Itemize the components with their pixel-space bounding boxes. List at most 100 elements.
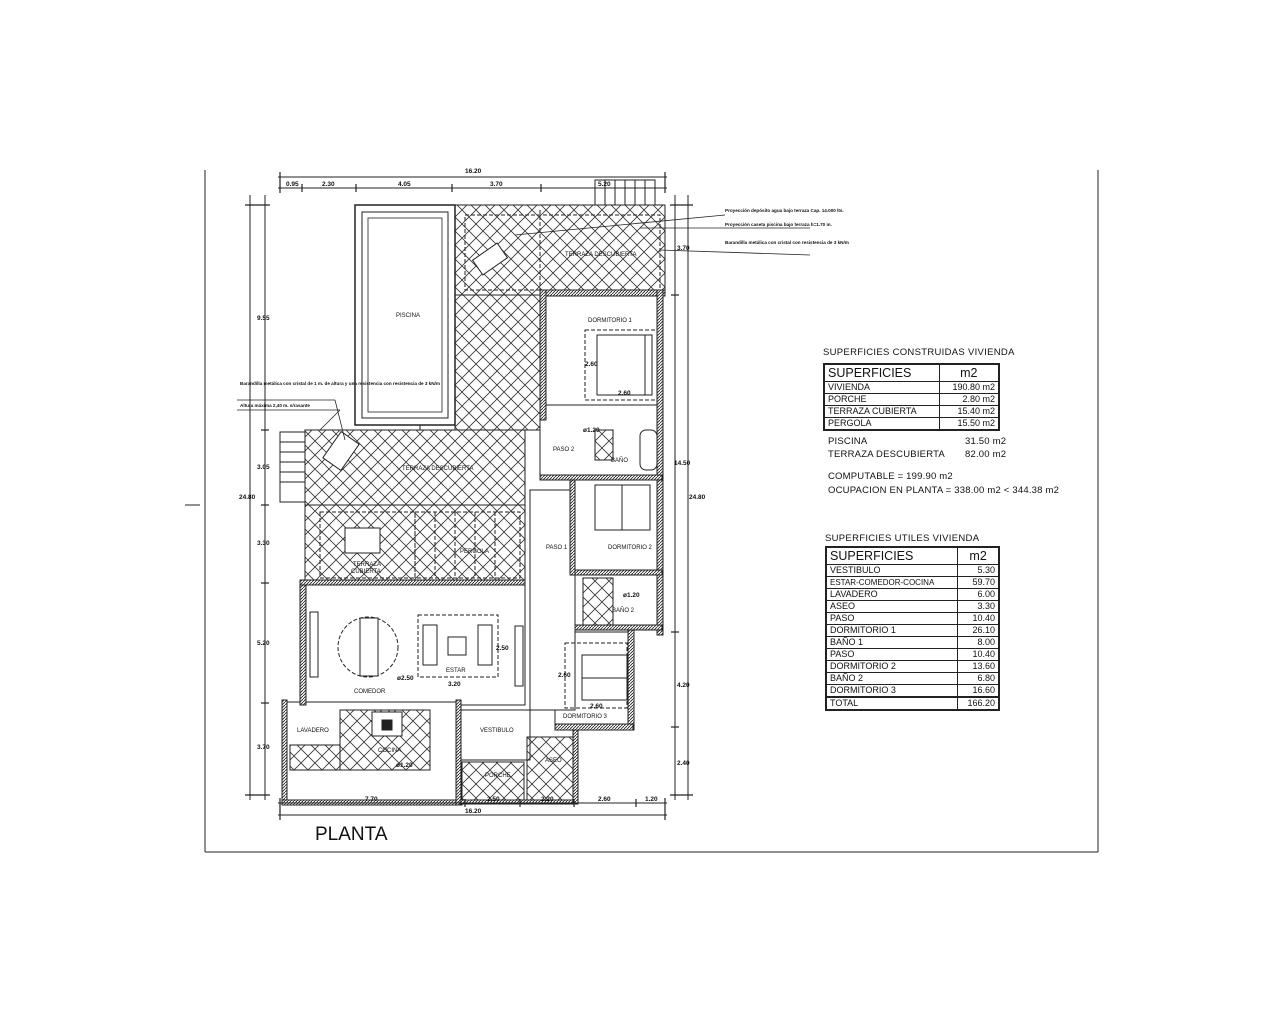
row-label: BAÑO 1: [825, 636, 959, 649]
room-terraza-descubierta-top: TERRAZA DESCUBIERTA: [565, 252, 636, 258]
dim-right: 14.50: [674, 460, 691, 467]
dim-bottom: 1.20: [645, 796, 658, 803]
sheet-frame: [185, 170, 1099, 853]
row-label: DORMITORIO 3: [825, 684, 959, 698]
room-terraza-cubierta-2: CUBIERTA: [351, 569, 381, 575]
inner-dimensions: 2.60 2.60 2.60 2.60 3.20 2.50 ø2.50 ø1.2…: [396, 361, 640, 769]
dim-right: 3.70: [677, 245, 690, 252]
row-label: ASEO: [825, 600, 959, 613]
note-deposito: Proyección depósito agua bajo terraza Ca…: [725, 208, 844, 213]
row-value: 10.40: [957, 648, 1000, 661]
dim-left: 5.20: [257, 640, 270, 647]
dim-bed3-w: 2.60: [590, 703, 603, 710]
dimension-lines: [245, 172, 693, 820]
row-label: PASO: [825, 648, 959, 661]
row-label: ESTAR-COMEDOR-COCINA: [825, 576, 959, 589]
note-caseta: Proyección caseta piscina bajo terraza h…: [725, 222, 832, 227]
room-aseo: ASEO: [545, 758, 562, 764]
dim-top: 3.70: [490, 181, 503, 188]
dim-right-total: 24.80: [689, 494, 706, 501]
dim-left: 3.05: [257, 464, 270, 471]
row-value: 8.00: [957, 636, 1000, 649]
total-value: 166.20: [957, 696, 1000, 711]
header-cell: SUPERFICIES: [825, 546, 959, 565]
room-labels: PISCINA TERRAZA DESCUBIERTA TERRAZA DESC…: [297, 252, 653, 779]
dimension-labels: 16.20 0.95 2.30 4.05 3.70 5.20 7.70 2.50…: [239, 168, 706, 815]
row-label: BAÑO 2: [825, 672, 959, 685]
dim-top: 2.30: [322, 181, 335, 188]
terraces: [304, 204, 666, 584]
dim-cocina-diam: ø1.20: [396, 762, 413, 769]
room-comedor: COMEDOR: [354, 689, 386, 695]
total-label: TOTAL: [825, 696, 959, 711]
dim-bano2-diam: ø1.20: [623, 592, 640, 599]
row-value: 59.70: [957, 576, 1000, 589]
row-value: 3.30: [957, 600, 1000, 613]
row-label: PASO: [825, 612, 959, 625]
dim-bottom: 7.70: [365, 796, 378, 803]
room-dormitorio-2: DORMITORIO 2: [608, 545, 653, 551]
note-altura: Altura máxima 2,40 m. s/rasante: [240, 403, 310, 408]
room-lavadero: LAVADERO: [297, 728, 329, 734]
row-value: 5.30: [957, 564, 1000, 577]
row-label: DORMITORIO 1: [825, 624, 959, 637]
room-paso-2: PASO 2: [553, 447, 575, 453]
pool: [354, 204, 456, 426]
dim-comedor-diam: ø2.50: [397, 675, 414, 682]
room-piscina: PISCINA: [396, 313, 420, 319]
dim-left: 3.30: [257, 540, 270, 547]
dim-right: 2.40: [677, 760, 690, 767]
dim-bottom-total: 16.20: [465, 808, 482, 815]
house-walls: [281, 289, 666, 806]
row-label: DORMITORIO 2: [825, 660, 959, 673]
header-cell: SUPERFICIES: [823, 363, 940, 382]
dim-bed1-w: 2.60: [618, 390, 631, 397]
room-vestibulo: VESTIBULO: [480, 728, 514, 734]
dim-left: 9.55: [257, 315, 270, 322]
annotation-text: Proyección depósito agua bajo terraza Ca…: [240, 208, 849, 408]
dim-top: 0.95: [286, 181, 299, 188]
row-value: 10.40: [957, 612, 1000, 625]
note-barandilla-right: Barandilla metálica con cristal con resi…: [725, 240, 849, 245]
room-terraza-descubierta-low: TERRAZA DESCUBIERTA: [402, 466, 473, 472]
room-porche: PORCHE: [485, 773, 511, 779]
computable: COMPUTABLE = 199.90 m2: [828, 471, 953, 482]
dim-top-total: 16.20: [465, 168, 482, 175]
row-value: 16.60: [957, 684, 1000, 698]
dim-bottom: 2.60: [598, 796, 611, 803]
room-cocina: COCINA: [378, 748, 401, 754]
dim-bed3-h: 2.60: [558, 672, 571, 679]
dim-bottom: 2.20: [541, 796, 554, 803]
row-value: 6.00: [957, 588, 1000, 601]
header-cell: m2: [957, 546, 1000, 565]
construidas-title: SUPERFICIES CONSTRUIDAS VIVIENDA: [823, 347, 1015, 358]
drawing-title: PLANTA: [315, 824, 388, 845]
ocupacion: OCUPACION EN PLANTA = 338.00 m2 < 344.38…: [828, 485, 1060, 496]
room-estar: ESTAR: [446, 668, 466, 674]
room-paso-1: PASO 1: [546, 545, 568, 551]
dim-top: 5.20: [598, 181, 611, 188]
room-bano-2: BAÑO 2: [612, 607, 635, 614]
dim-estar-h: 2.50: [496, 645, 509, 652]
room-dormitorio-3: DORMITORIO 3: [563, 714, 608, 720]
